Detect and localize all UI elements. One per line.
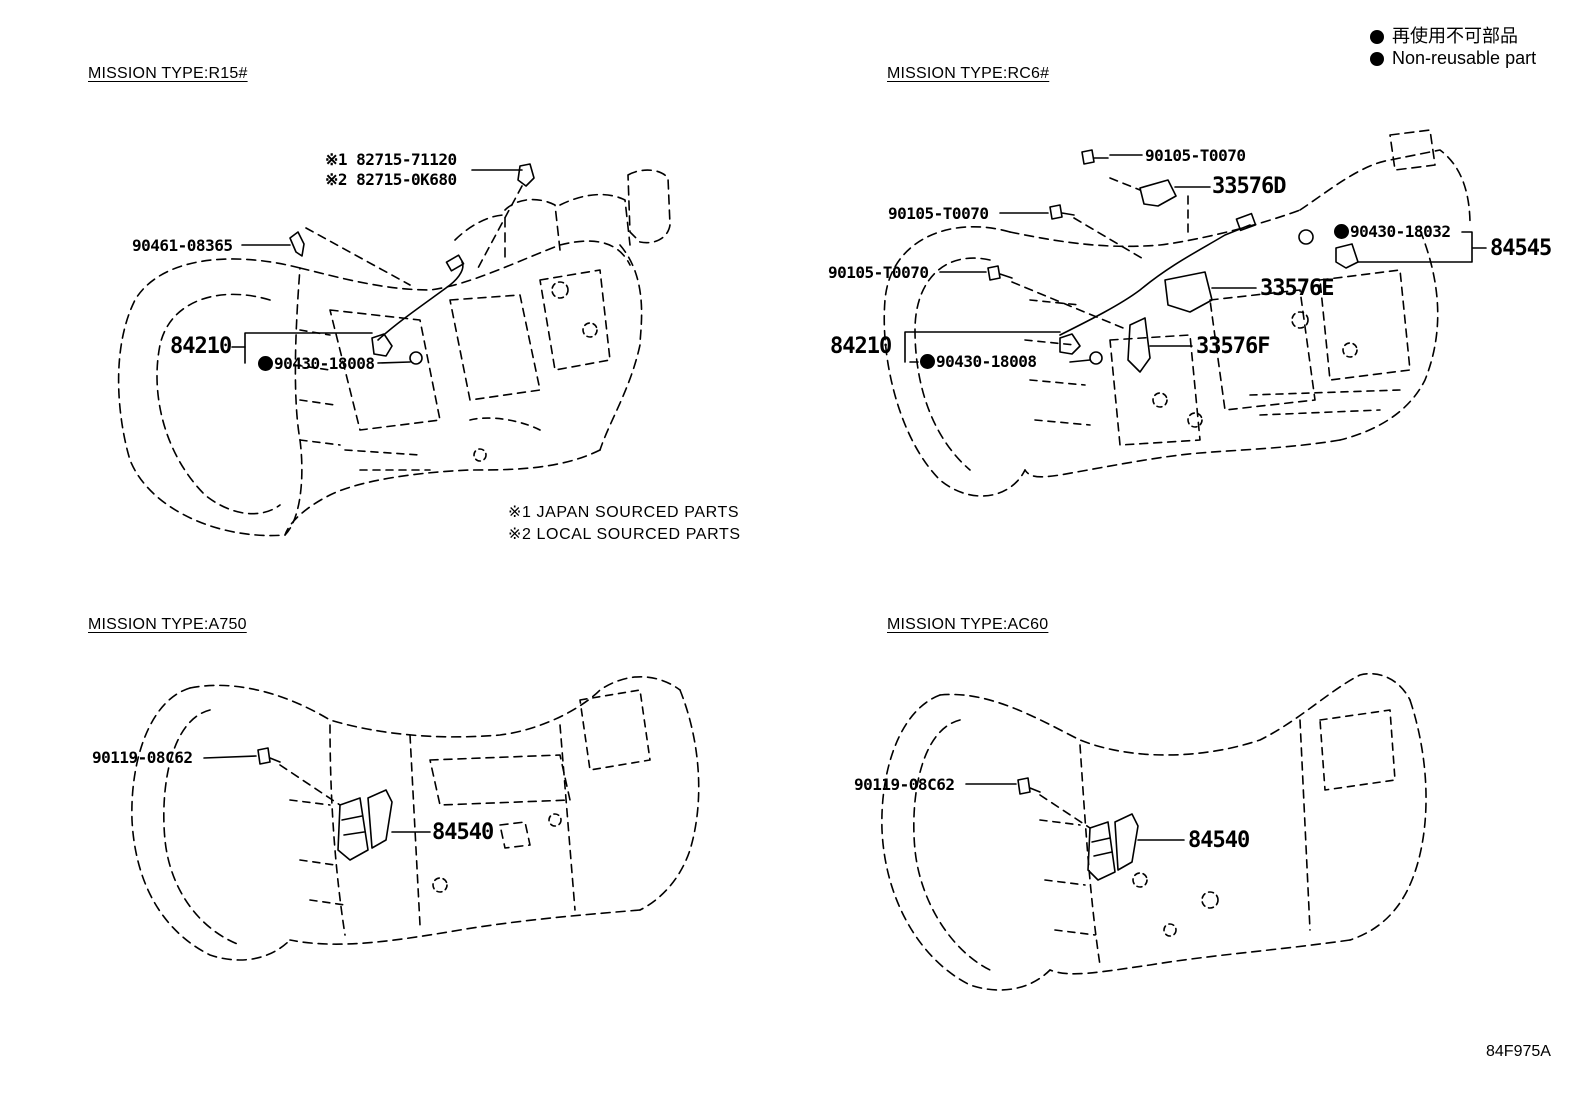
- r15-title: MISSION TYPE:R15#: [88, 65, 248, 82]
- rc6-bracket-f-label: 33576F: [1196, 334, 1270, 359]
- non-reusable-dot-icon: [920, 354, 935, 369]
- r15-transmission-drawing: [117, 163, 671, 537]
- r15-switch-label: 84210: [170, 334, 232, 359]
- r15-note1-part-label: ※1 82715-71120: [325, 150, 457, 169]
- filled-dot-icon: [1370, 30, 1384, 45]
- non-reusable-dot-icon: [258, 356, 273, 371]
- diagram-code: 84F975A: [1486, 1043, 1551, 1060]
- ac60-bolt-label: 90119-08C62: [854, 775, 955, 794]
- r15-footnote-2: ※2 LOCAL SOURCED PARTS: [508, 526, 741, 543]
- rc6-bracket-d-label: 33576D: [1212, 174, 1286, 199]
- rc6-bolt-c-label: 90105-T0070: [828, 263, 929, 282]
- a750-transmission-drawing: [131, 676, 700, 961]
- r15-gasket-label: 90430-18008: [258, 354, 375, 373]
- r15-note2-part-label: ※2 82715-0K680: [325, 170, 457, 189]
- rc6-gasket-label: 90430-18008: [920, 352, 1037, 371]
- a750-bolt-label: 90119-08C62: [92, 748, 193, 767]
- rc6-gasket-b-label: 90430-18032: [1334, 222, 1451, 241]
- ac60-transmission-drawing: [881, 673, 1427, 991]
- rc6-transmission-drawing: [883, 129, 1487, 497]
- legend-non-reusable-en: Non-reusable part: [1370, 48, 1536, 69]
- non-reusable-dot-icon: [1334, 224, 1349, 239]
- rc6-bolt-a-label: 90105-T0070: [1145, 146, 1246, 165]
- ac60-title: MISSION TYPE:AC60: [887, 616, 1049, 633]
- ac60-switch-label: 84540: [1188, 828, 1250, 853]
- legend-non-reusable-jp: 再使用不可部品: [1370, 22, 1518, 48]
- r15-footnote-1: ※1 JAPAN SOURCED PARTS: [508, 504, 740, 521]
- a750-title: MISSION TYPE:A750: [88, 616, 247, 633]
- filled-dot-icon: [1370, 52, 1384, 67]
- rc6-switch-label: 84210: [830, 334, 892, 359]
- rc6-sensor-label: 84545: [1490, 236, 1552, 261]
- r15-clamp-label: 90461-08365: [132, 236, 233, 255]
- rc6-bolt-b-label: 90105-T0070: [888, 204, 989, 223]
- rc6-title: MISSION TYPE:RC6#: [887, 65, 1050, 82]
- a750-switch-label: 84540: [432, 820, 494, 845]
- rc6-bracket-e-label: 33576E: [1260, 276, 1334, 301]
